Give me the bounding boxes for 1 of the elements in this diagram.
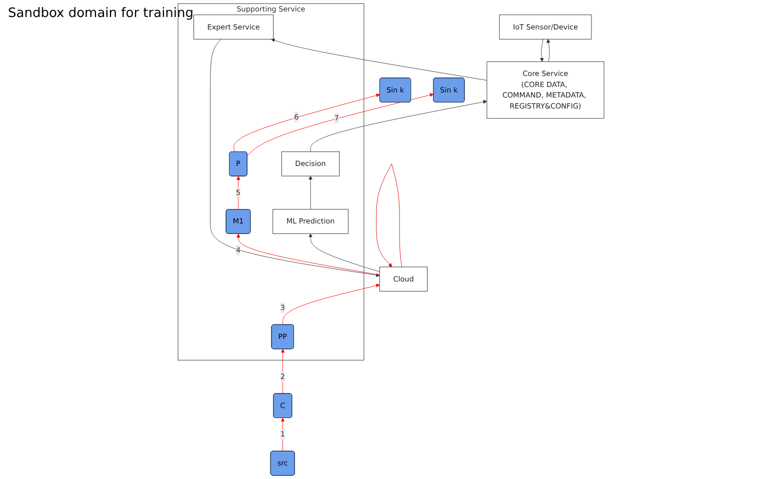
note-text: Sandbox domain for training — [8, 6, 194, 21]
